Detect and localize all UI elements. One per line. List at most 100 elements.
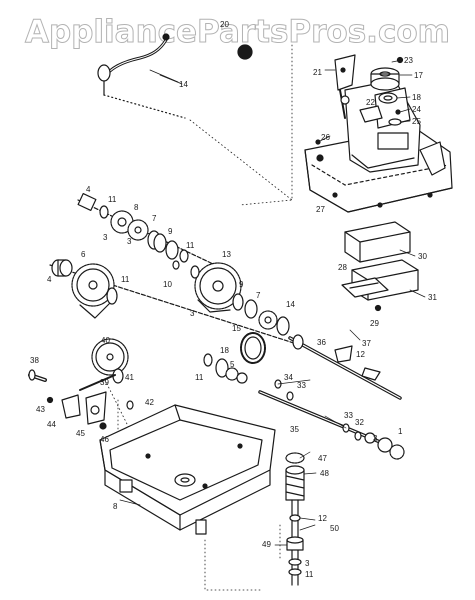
part-36-shaft-lower: [258, 390, 382, 444]
part-25-seal: [388, 118, 402, 126]
label-33-b: 33: [344, 411, 353, 420]
label-7-a: 7: [152, 214, 157, 223]
label-11-e: 11: [305, 570, 314, 579]
label-7-b: 7: [256, 291, 261, 300]
part-8-lower-housing: [99, 404, 276, 535]
label-8-a: 8: [134, 203, 139, 212]
label-50: 50: [330, 524, 339, 533]
part-23-screw: [396, 56, 404, 64]
label-22: 22: [366, 98, 375, 107]
part-24-pin: [395, 109, 401, 115]
part-20-ball: [237, 44, 253, 60]
label-19: 14: [179, 80, 188, 89]
part-1-end-gear: [364, 432, 405, 460]
part-48-worm-gear: [285, 465, 305, 501]
part-10-spacer: [172, 260, 180, 270]
part-7-collar: [147, 230, 167, 253]
label-42: 42: [145, 398, 154, 407]
label-5: 5: [230, 360, 235, 369]
part-3-washer-bottom: [288, 558, 302, 566]
label-3-b: 3: [127, 237, 132, 246]
part-43-screw: [46, 396, 54, 404]
label-24: 24: [412, 105, 421, 114]
label-25: 25: [412, 117, 421, 126]
label-18-b: 18: [220, 346, 229, 355]
label-45: 45: [76, 429, 85, 438]
label-15: 15: [232, 324, 241, 333]
label-23: 23: [404, 56, 413, 65]
label-33-a: 33: [297, 381, 306, 390]
label-11-a: 11: [108, 195, 117, 204]
part-40-gear: [91, 338, 129, 376]
label-32: 32: [355, 418, 364, 427]
part-49-bearing: [286, 536, 304, 551]
label-4-a: 4: [86, 185, 91, 194]
label-44: 44: [47, 420, 56, 429]
label-11-c: 11: [121, 275, 130, 284]
part-28-plate: [341, 277, 389, 298]
part-19-shift-rod: [97, 33, 186, 119]
label-1: 1: [398, 427, 403, 436]
label-3-c: 3: [190, 309, 195, 318]
part-7-gear-b: [258, 310, 278, 330]
part-9-collar-b: [244, 299, 258, 319]
part-labels: 14 20 23 17 21 18 22 24 25 26 27 30 28 3…: [30, 20, 437, 579]
part-14-collar: [276, 316, 290, 336]
part-27-upper-cover: [304, 79, 453, 213]
part-15-chain-ring: [240, 332, 266, 364]
label-26: 26: [321, 133, 330, 142]
part-46-screw: [99, 422, 107, 430]
label-9-b: 9: [239, 280, 244, 289]
part-11-washer-mid: [106, 287, 118, 305]
label-8-b: 8: [113, 502, 118, 511]
label-9: 9: [168, 227, 173, 236]
label-48: 48: [320, 469, 329, 478]
part-4-bushing: [77, 193, 97, 211]
label-10: 10: [163, 280, 172, 289]
part-39-lever: [79, 374, 116, 391]
part-9-collar: [179, 249, 189, 263]
label-3-d: 3: [373, 434, 378, 443]
part-22-ring: [359, 105, 383, 123]
part-36-shaft-upper: [288, 334, 402, 400]
label-4-b: 4: [47, 275, 52, 284]
label-3-a: 3: [103, 233, 108, 242]
part-33-pin: [286, 391, 350, 433]
part-47-gear: [285, 452, 305, 464]
label-36-a: 36: [317, 338, 326, 347]
part-18-collar: [215, 358, 248, 384]
part-6-gear-upper: [127, 219, 149, 241]
label-21: 21: [313, 68, 322, 77]
part-30-bracket: [344, 221, 411, 263]
label-37: 37: [362, 339, 371, 348]
label-29: 29: [370, 319, 379, 328]
label-3-e: 3: [305, 559, 310, 568]
part-4-bushing-lower: [51, 259, 73, 277]
label-14: 14: [286, 300, 295, 309]
part-45-arm: [85, 391, 107, 425]
part-13-gear-main: [194, 262, 242, 313]
label-49: 49: [262, 540, 271, 549]
label-40: 40: [101, 336, 110, 345]
part-21-bracket: [324, 54, 356, 119]
label-6: 6: [81, 250, 86, 259]
part-11-washer-bottom: [288, 568, 302, 576]
part-29-screw: [374, 304, 382, 312]
label-12-b: 12: [318, 514, 327, 523]
label-20: 20: [220, 20, 229, 29]
label-30: 30: [418, 252, 427, 261]
label-34: 34: [284, 373, 293, 382]
label-35: 35: [290, 425, 299, 434]
label-41: 41: [125, 373, 134, 382]
label-31: 31: [428, 293, 437, 302]
label-27: 27: [316, 205, 325, 214]
part-18-washer: [378, 92, 398, 104]
part-37-shift-fork: [334, 345, 381, 381]
label-38: 38: [30, 356, 39, 365]
label-18: 18: [412, 93, 421, 102]
part-5-gear-large: [71, 263, 115, 319]
label-39: 39: [100, 378, 109, 387]
label-43: 43: [36, 405, 45, 414]
part-11-washer-upper: [99, 205, 109, 219]
